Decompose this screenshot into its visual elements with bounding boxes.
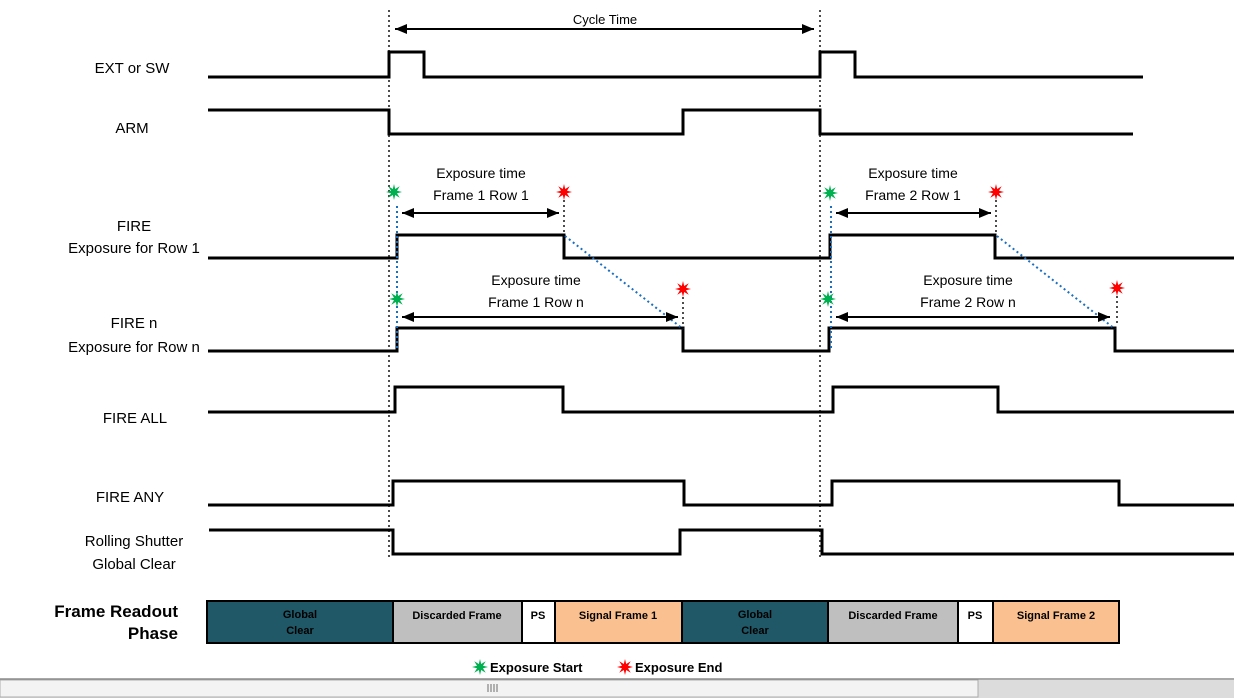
exposure-end-star-f2rn <box>1109 280 1125 296</box>
signal-label-fire-any: FIRE ANY <box>96 489 164 506</box>
readout-label-ps-1: PS <box>531 610 546 622</box>
splitter-grip-icon[interactable] <box>487 684 498 692</box>
signal-trace-fire-all <box>208 385 1234 414</box>
signal-label-ext-or-sw: EXT or SW <box>95 60 171 77</box>
exposure-start-star-f2rn <box>820 291 836 307</box>
signal-trace-fire-row1 <box>208 233 1234 260</box>
signal-trace-ext-or-sw <box>208 50 1143 79</box>
cycle-time-label: Cycle Time <box>573 12 637 27</box>
exposure-start-star-f2r1 <box>822 185 838 201</box>
signal-trace-arm <box>208 108 1133 136</box>
signal-label-exposure-row1: Exposure for Row 1 <box>68 240 200 257</box>
annotation-f2rn-line1: Exposure time <box>923 272 1013 288</box>
signal-label-arm: ARM <box>115 120 148 137</box>
readout-label-global-2: Global <box>738 609 772 621</box>
readout-segment-discarded-frame-1 <box>392 600 523 644</box>
readout-label-clear-1: Clear <box>286 625 314 637</box>
signal-fire-all: FIRE ALL <box>103 385 1234 427</box>
exposure-guide-diagonal-frame1 <box>564 235 684 330</box>
readout-segment-global-clear-2 <box>681 600 829 644</box>
legend-exposure-end-label: Exposure End <box>635 660 722 675</box>
signal-label-fire-n: FIRE n <box>111 315 158 332</box>
readout-label-signal-frame-2: Signal Frame 2 <box>1017 610 1095 622</box>
signal-rolling-shutter: Rolling Shutter Global Clear <box>85 528 1234 573</box>
readout-label-clear-2: Clear <box>741 625 769 637</box>
readout-label-discarded-1: Discarded Frame <box>412 610 501 622</box>
signal-label-exposure-rown: Exposure for Row n <box>68 339 200 356</box>
legend-exposure-start-icon <box>472 659 488 675</box>
readout-label-global-1: Global <box>283 609 317 621</box>
annotation-f1rn-line2: Frame 1 Row n <box>488 294 584 310</box>
annotation-frame2-rown: Exposure time Frame 2 Row n <box>836 272 1110 322</box>
legend: Exposure Start Exposure End <box>472 659 722 675</box>
annotation-f1rn-line1: Exposure time <box>491 272 581 288</box>
readout-segment-signal-frame-2 <box>992 600 1120 644</box>
readout-segment-ps-2 <box>957 600 994 644</box>
annotation-frame1-row1: Exposure time Frame 1 Row 1 <box>402 165 559 218</box>
signal-arm: ARM <box>115 108 1133 137</box>
frame-readout-label-line1: Frame Readout <box>54 602 178 621</box>
frame-readout-bar-labels: Global Clear Discarded Frame PS Signal F… <box>283 609 1095 637</box>
signal-fire-any: FIRE ANY <box>96 479 1234 507</box>
annotation-frame1-rown: Exposure time Frame 1 Row n <box>402 272 678 322</box>
readout-label-discarded-2: Discarded Frame <box>848 610 937 622</box>
readout-segment-ps-1 <box>521 600 556 644</box>
signal-label-fire: FIRE <box>117 218 151 235</box>
annotation-f1r1-line1: Exposure time <box>436 165 526 181</box>
signal-ext-or-sw: EXT or SW <box>95 50 1143 79</box>
signal-fire-rown: FIRE n Exposure for Row n <box>68 315 1234 356</box>
frame-readout-phase-label: Frame Readout Phase <box>54 602 178 643</box>
exposure-end-guides <box>563 200 1118 326</box>
annotation-frame2-row1: Exposure time Frame 2 Row 1 <box>836 165 991 218</box>
legend-exposure-start-label: Exposure Start <box>490 660 583 675</box>
exposure-start-star-f1r1 <box>386 184 402 200</box>
annotation-f2r1-line2: Frame 2 Row 1 <box>865 187 961 203</box>
legend-exposure-end-icon <box>617 659 633 675</box>
signal-fire-row1: FIRE Exposure for Row 1 <box>68 218 1234 260</box>
readout-segment-signal-frame-1 <box>554 600 683 644</box>
readout-label-ps-2: PS <box>968 610 983 622</box>
signal-trace-fire-rown <box>208 326 1234 353</box>
bottom-strip-pane <box>0 679 979 698</box>
exposure-end-star-f1rn <box>675 281 691 297</box>
frame-readout-label-line2: Phase <box>128 624 178 643</box>
annotation-f1r1-line2: Frame 1 Row 1 <box>433 187 529 203</box>
window-bottom-strip <box>0 678 1234 698</box>
exposure-guide-diagonal-frame2 <box>996 235 1116 330</box>
exposure-end-star-f1r1 <box>556 184 572 200</box>
signal-trace-fire-any <box>208 479 1234 507</box>
exposure-start-star-f1rn <box>389 291 405 307</box>
signal-label-fire-all: FIRE ALL <box>103 410 167 427</box>
annotation-f2rn-line2: Frame 2 Row n <box>920 294 1016 310</box>
readout-segment-discarded-frame-2 <box>827 600 959 644</box>
frame-readout-bar <box>206 600 1120 644</box>
signal-trace-rolling-shutter <box>209 528 1234 556</box>
annotation-f2r1-line1: Exposure time <box>868 165 958 181</box>
exposure-end-star-f2r1 <box>988 184 1004 200</box>
signal-label-global-clear: Global Clear <box>92 556 175 573</box>
readout-label-signal-frame-1: Signal Frame 1 <box>579 610 657 622</box>
signal-label-rolling-shutter: Rolling Shutter <box>85 533 183 550</box>
readout-segment-global-clear-1 <box>206 600 394 644</box>
